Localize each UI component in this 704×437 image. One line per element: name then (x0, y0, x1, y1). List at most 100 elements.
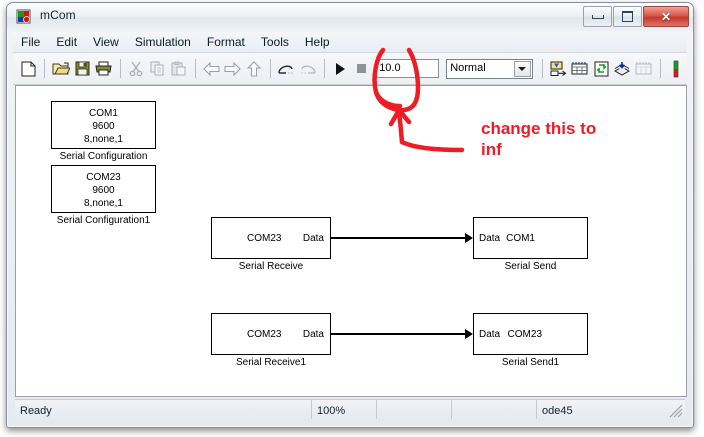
block-label-serial-configuration: Serial Configuration (59, 151, 148, 162)
model-canvas-container[interactable]: COM1 9600 8,none,1 Serial Configuration … (15, 85, 687, 397)
close-icon: ✕ (660, 9, 672, 24)
print-button[interactable] (94, 57, 113, 80)
annotation-line-2: inf (481, 140, 502, 159)
save-button[interactable] (73, 57, 92, 80)
menu-item-format[interactable]: Format (206, 35, 245, 49)
up-level-icon (247, 60, 262, 77)
forward-icon (224, 61, 241, 76)
toolbar-separator-3 (194, 59, 196, 78)
block-serial-receive-port-right: Data (302, 233, 324, 244)
start-simulation-icon (336, 62, 346, 75)
wire-receive-to-send-arrow (465, 233, 473, 243)
block-serial-send-port-left: Data (479, 233, 501, 244)
block-serial-send1-port-right: COM23 (507, 329, 542, 340)
menu-item-edit[interactable]: Edit (56, 35, 78, 49)
debug-icon (673, 60, 679, 77)
undo-button[interactable] (277, 57, 296, 80)
debug-button[interactable] (666, 57, 685, 80)
block-serial-receive-port-left: COM23 (247, 233, 282, 244)
stop-simulation-button[interactable] (352, 57, 371, 80)
back-button[interactable] (202, 57, 221, 80)
toolbar-separator-4 (269, 59, 271, 78)
open-model-button[interactable] (51, 57, 71, 80)
simulation-mode-dropdown-button[interactable] (513, 60, 531, 77)
menu-item-view[interactable]: View (93, 35, 119, 49)
toolbar-separator-1 (44, 59, 46, 78)
block-serial-configuration1[interactable]: COM23 9600 8,none,1 (51, 165, 156, 213)
block-label-serial-receive1: Serial Receive1 (235, 357, 307, 368)
block-serial-configuration1-text: COM23 9600 8,none,1 (52, 171, 155, 210)
resize-grip-icon[interactable] (669, 404, 683, 418)
menu-item-simulation[interactable]: Simulation (134, 35, 191, 49)
build-button[interactable] (549, 57, 568, 80)
stop-simulation-icon (356, 64, 366, 73)
block-serial-receive1-port-left: COM23 (247, 329, 282, 340)
block-serial-send1[interactable]: Data COM23 (473, 313, 588, 355)
cut-icon (129, 61, 143, 76)
back-icon (202, 61, 220, 76)
block-line: COM1 (89, 108, 118, 119)
block-line: 9600 (92, 121, 115, 132)
model-configuration-button[interactable] (634, 57, 653, 80)
print-icon (95, 61, 112, 76)
status-bar: Ready 100% ode45 (15, 399, 685, 419)
toolbar-separator-5 (323, 59, 325, 78)
paste-icon (171, 61, 186, 76)
start-simulation-button[interactable] (330, 57, 349, 80)
simulink-icon (16, 9, 31, 24)
block-line: 9600 (92, 185, 115, 196)
build-icon (550, 61, 567, 76)
simulation-mode-select[interactable]: Normal (446, 58, 533, 79)
window-frame: mCom ✕ File Edit View Simulation Format … (6, 2, 694, 428)
cut-button[interactable] (126, 57, 145, 80)
status-zoom: 100% (311, 400, 376, 419)
simulation-mode-value: Normal (450, 61, 486, 74)
new-model-icon (21, 61, 36, 76)
wire-receive1-to-send1[interactable] (331, 333, 465, 335)
undo-icon (278, 65, 294, 74)
annotation-line-1: change this to (481, 119, 597, 138)
block-serial-send[interactable]: Data COM1 (473, 217, 588, 259)
save-icon (75, 61, 90, 76)
block-label-serial-send: Serial Send (504, 261, 557, 272)
block-serial-configuration-text: COM1 9600 8,none,1 (52, 107, 155, 146)
block-serial-configuration[interactable]: COM1 9600 8,none,1 (51, 101, 156, 149)
model-canvas[interactable]: COM1 9600 8,none,1 Serial Configuration … (16, 86, 686, 396)
wire-receive1-to-send1-arrow (465, 329, 473, 339)
copy-icon (150, 61, 164, 76)
redo-button[interactable] (298, 57, 317, 80)
paste-button[interactable] (169, 57, 188, 80)
model-configuration-icon (635, 62, 652, 75)
maximize-button[interactable] (613, 6, 642, 27)
block-line: COM23 (86, 172, 121, 183)
block-label-serial-send1: Serial Send1 (501, 357, 560, 368)
model-explorer-button[interactable] (591, 57, 610, 80)
open-model-icon (52, 62, 71, 75)
title-bar[interactable]: mCom ✕ (7, 3, 693, 31)
block-serial-receive[interactable]: COM23 Data (211, 217, 331, 259)
minimize-icon (591, 14, 604, 19)
minimize-button[interactable] (583, 6, 612, 27)
maximize-icon (622, 11, 633, 22)
update-diagram-button[interactable] (613, 57, 632, 80)
menu-item-file[interactable]: File (21, 35, 41, 49)
forward-button[interactable] (223, 57, 242, 80)
stop-time-input[interactable] (376, 59, 440, 78)
menu-bar: File Edit View Simulation Format Tools H… (13, 32, 687, 53)
update-diagram-icon (614, 62, 631, 76)
chevron-down-icon (518, 66, 527, 71)
wire-receive-to-send[interactable] (331, 237, 465, 239)
block-label-serial-receive: Serial Receive (238, 261, 304, 272)
toolbar-separator-2 (119, 59, 121, 78)
copy-button[interactable] (148, 57, 167, 80)
library-browser-button[interactable] (570, 57, 589, 80)
close-button[interactable]: ✕ (643, 6, 689, 27)
model-explorer-icon (594, 61, 609, 76)
up-level-button[interactable] (244, 57, 263, 80)
new-model-button[interactable] (19, 57, 38, 80)
block-serial-receive1[interactable]: COM23 Data (211, 313, 331, 355)
menu-item-help[interactable]: Help (304, 35, 330, 49)
status-cell-3 (376, 400, 451, 419)
status-message: Ready (20, 404, 52, 417)
menu-item-tools[interactable]: Tools (260, 35, 289, 49)
